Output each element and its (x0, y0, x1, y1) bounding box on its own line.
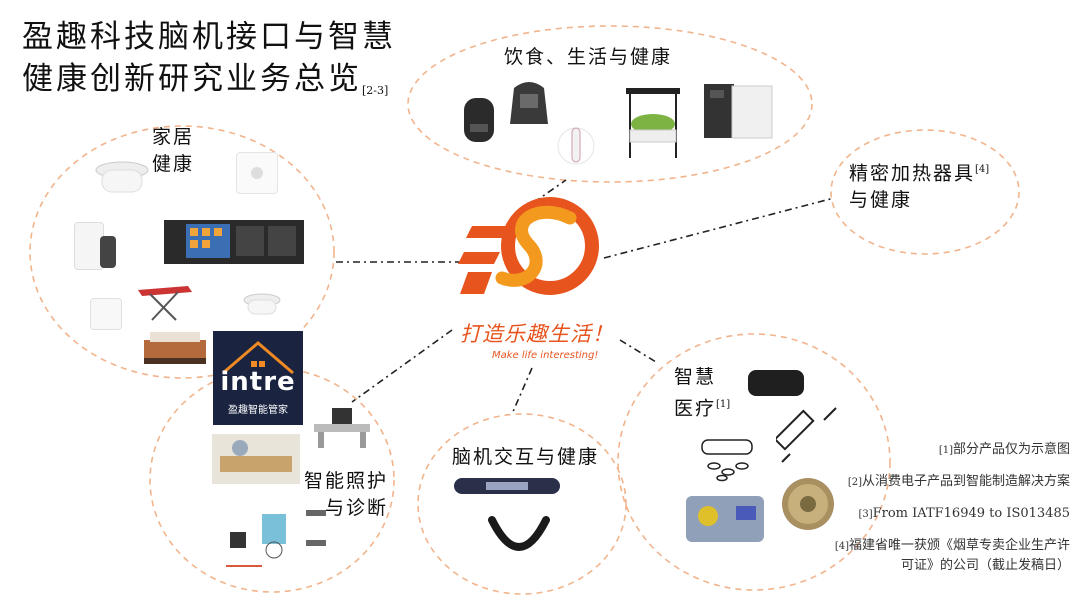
logo-icon (458, 197, 599, 295)
circuit-board-image (684, 494, 766, 544)
connector-food (519, 179, 567, 213)
workstation-image (310, 404, 374, 450)
petri-dish-image (780, 476, 836, 532)
ceiling-light-image (240, 290, 284, 320)
heating-circle (830, 129, 1020, 255)
connector-heating (603, 197, 835, 259)
medical-label-ref: [1] (716, 399, 731, 410)
smart-panels-image (164, 212, 304, 272)
title-line-2: 健康创新研究业务总览 (22, 61, 362, 97)
ironing-board-image (134, 282, 194, 322)
beauty-device-image (556, 120, 596, 174)
water-dispenser-image (694, 80, 776, 142)
footnote-1: [1]部分产品仅为示意图 (938, 442, 1070, 457)
footnote-3: [3]From IATF16949 to IS013485 (858, 506, 1070, 521)
medical-label-line1: 智慧 (674, 366, 717, 388)
medical-label: 智慧 医疗[1] (674, 364, 730, 422)
title-line-1: 盈趣科技脑机接口与智慧 (22, 19, 396, 55)
medical-circle (617, 333, 891, 591)
connector-bci (511, 367, 533, 415)
smart-switch-image (90, 298, 122, 330)
slogan-cn: 打造乐趣生活！ (460, 322, 614, 346)
syringe-icon (773, 402, 842, 468)
motion-sensor-image (236, 152, 278, 194)
downlight-image (92, 156, 152, 204)
care-bed-image (210, 432, 302, 486)
care-label-line1: 智能照护 (304, 470, 389, 492)
intre-brand-tagline: 盈趣智能管家 (228, 405, 288, 416)
plant-grower-image (620, 84, 686, 160)
heating-label-line1: 精密加热器具 (849, 162, 976, 185)
bci-circle (417, 413, 627, 595)
connector-medical (619, 339, 657, 363)
brand-logo (458, 192, 618, 312)
heating-label: 精密加热器具[4] 与健康 (849, 156, 989, 214)
heating-label-ref: [4] (975, 164, 990, 175)
title-ref: [2-3] (362, 84, 389, 97)
page-title: 盈趣科技脑机接口与智慧 健康创新研究业务总览[2-3] (22, 16, 396, 100)
food-label: 饮食、生活与健康 (504, 46, 673, 68)
remote-control-image (100, 236, 116, 268)
neckband-image (486, 514, 552, 564)
intre-brand-name: intre (220, 367, 296, 397)
home-label-line2: 健康 (152, 153, 195, 175)
home-label: 家居 健康 (152, 124, 194, 178)
eeg-headband-image (452, 474, 562, 498)
food-circle (407, 25, 813, 183)
footnote-2: [2]从消费电子产品到智能制造解决方案 (847, 474, 1070, 489)
medical-label-line2: 医疗 (674, 397, 717, 420)
medical-device-image (746, 366, 806, 400)
pill-box-icon (698, 436, 756, 482)
intre-brand-card: intre 盈趣智能管家 (213, 331, 303, 425)
care-label: 智能照护 与诊断 (304, 468, 388, 522)
home-label-line1: 家居 (152, 126, 195, 148)
coffee-machine-image (458, 94, 500, 146)
bci-label: 脑机交互与健康 (452, 446, 600, 468)
footnotes: [1]部分产品仅为示意图 [2]从消费电子产品到智能制造解决方案 [3]From… (830, 440, 1070, 587)
connector-care (351, 329, 453, 403)
care-diagrams-image (222, 504, 332, 568)
care-label-line2: 与诊断 (325, 497, 389, 519)
slogan-en: Make life interesting! (492, 350, 599, 361)
home-circle (29, 125, 335, 379)
humidifier-image (506, 78, 552, 130)
smart-bed-image (140, 322, 210, 368)
footnote-4: [4]福建省唯一获颁《烟草专卖企业生产许可证》的公司（截止发稿日） (834, 538, 1070, 573)
heating-label-line2: 与健康 (849, 189, 913, 212)
